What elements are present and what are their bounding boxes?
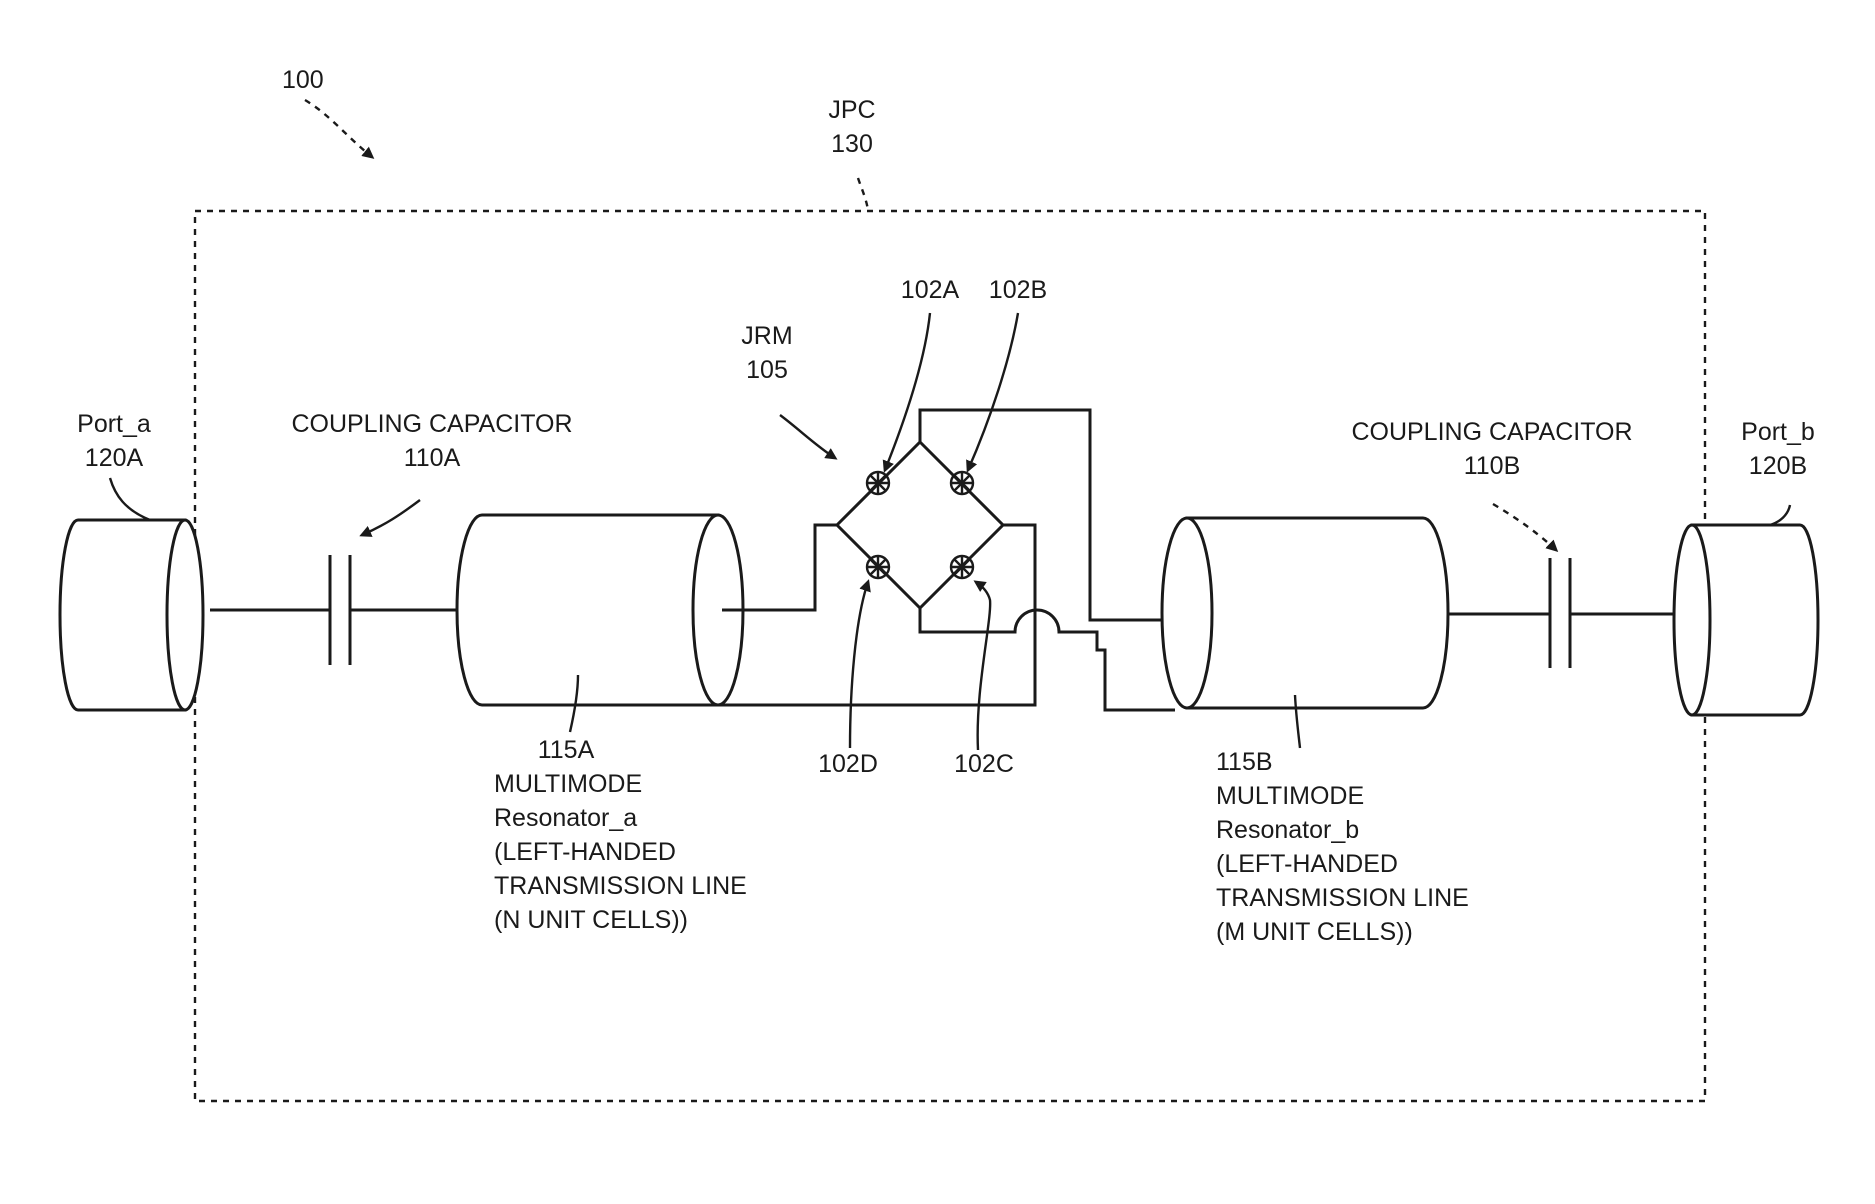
resonator-a-line: Resonator_a: [494, 804, 637, 832]
jpc-boundary: [195, 211, 1705, 1101]
cap-b-ref: 110B: [1464, 452, 1521, 480]
resonator-a-line: (N UNIT CELLS)): [494, 906, 688, 934]
junction-102d: [867, 556, 889, 578]
wire-jrm-bottom: [920, 608, 1175, 710]
leader-jrm: [780, 415, 835, 458]
jpc-ref: 130: [831, 130, 873, 158]
jrm-ref: 105: [746, 356, 788, 384]
resonator-a-line: 115A: [538, 736, 595, 764]
resonator-b-cylinder: [1162, 518, 1448, 708]
port-b-name: Port_b: [1741, 418, 1815, 446]
resonator-a-cylinder: [457, 515, 743, 705]
resonator-b-line: Resonator_b: [1216, 816, 1359, 844]
junction-102c-label: 102C: [954, 750, 1014, 778]
resonator-b-line: TRANSMISSION LINE: [1216, 884, 1469, 912]
coupling-capacitor-b: [1550, 558, 1570, 668]
cap-a-name: COUPLING CAPACITOR: [291, 410, 572, 438]
leader-110a: [362, 500, 420, 535]
jpc-name: JPC: [828, 96, 875, 124]
leader-102b: [968, 313, 1018, 470]
leader-120b: [1770, 505, 1790, 525]
junction-102b: [951, 472, 973, 494]
port-b-ref: 120B: [1749, 452, 1807, 480]
resonator-b-line: (M UNIT CELLS)): [1216, 918, 1413, 946]
resonator-b-label: 115B MULTIMODE Resonator_b (LEFT-HANDED …: [1216, 748, 1469, 946]
jrm-name: JRM: [741, 322, 792, 350]
cap-b-name: COUPLING CAPACITOR: [1351, 418, 1632, 446]
port-a-cylinder: [60, 520, 203, 710]
resonator-a-label: 115A MULTIMODE Resonator_a (LEFT-HANDED …: [494, 736, 747, 934]
leader-102d: [850, 582, 868, 748]
cap-a-ref: 110A: [404, 444, 461, 472]
leader-102c: [976, 582, 990, 750]
figure-ref: 100: [282, 66, 324, 94]
junction-102a-label: 102A: [901, 276, 960, 304]
port-a-name: Port_a: [77, 410, 151, 438]
leader-110b: [1493, 504, 1556, 550]
junction-102c: [951, 556, 973, 578]
resonator-b-line: MULTIMODE: [1216, 782, 1364, 810]
port-b-cylinder: [1674, 525, 1818, 715]
coupling-capacitor-a: [330, 555, 350, 665]
wire-jrm-top: [920, 410, 1175, 620]
port-a-ref: 120A: [85, 444, 144, 472]
junction-102d-label: 102D: [818, 750, 878, 778]
resonator-a-line: TRANSMISSION LINE: [494, 872, 747, 900]
resonator-b-line: (LEFT-HANDED: [1216, 850, 1398, 878]
resonator-a-line: (LEFT-HANDED: [494, 838, 676, 866]
leader-120a: [110, 478, 150, 520]
jpc-leader: [858, 178, 868, 210]
junction-102a: [867, 472, 889, 494]
junction-102b-label: 102B: [989, 276, 1047, 304]
resonator-b-line: 115B: [1216, 748, 1273, 776]
ref-100-arrow: [305, 100, 372, 157]
resonator-a-line: MULTIMODE: [494, 770, 642, 798]
